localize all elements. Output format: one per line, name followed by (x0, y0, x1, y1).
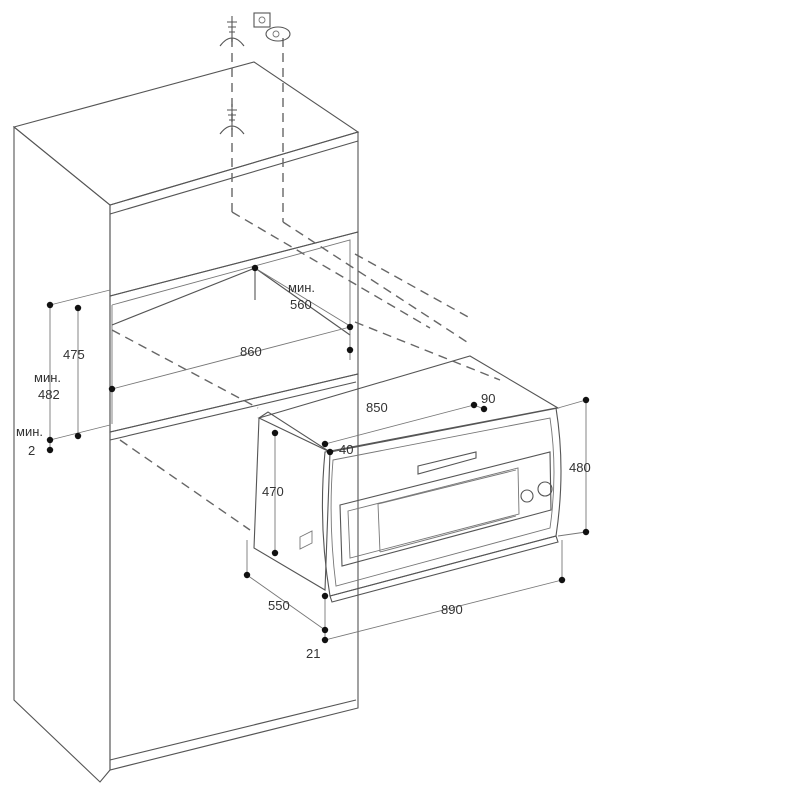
dim-point (582, 528, 590, 536)
dim-point (243, 571, 251, 579)
dim-point (46, 436, 54, 444)
dim-line-890 (324, 579, 563, 641)
oven-window-glass (377, 469, 517, 553)
plug-icon (265, 26, 291, 42)
dim-point (74, 304, 82, 312)
dim-label-860: 860 (240, 344, 262, 359)
antenna-ground-icon (219, 104, 245, 135)
dim-tick-bottom (49, 424, 111, 441)
guide-line (111, 329, 259, 409)
dim-label-480: 480 (569, 460, 591, 475)
dim-point (346, 346, 354, 354)
oven-window (339, 451, 552, 567)
dim-point (46, 301, 54, 309)
dim-label-2: 2 (28, 443, 35, 458)
dim-point (558, 576, 566, 584)
dim-point (46, 446, 54, 454)
dim-point (108, 385, 116, 393)
dim-label-850: 850 (366, 400, 388, 415)
dim-line-850 (324, 404, 475, 445)
dim-label-890: 890 (441, 602, 463, 617)
dim-label-min-560-prefix: мин. (288, 280, 315, 295)
dim-tick-480-top (557, 399, 587, 409)
dim-point (251, 264, 259, 272)
appliance-front-inner (330, 417, 555, 587)
door-handle (417, 451, 477, 475)
dim-label-560: 560 (290, 297, 312, 312)
guide-line (354, 253, 471, 319)
dim-point (271, 549, 279, 557)
appliance (253, 355, 562, 603)
cabinet-shelf-line (109, 140, 359, 215)
dim-tick-top (49, 289, 111, 306)
dimension-points (46, 264, 590, 644)
guide-line (282, 221, 471, 345)
power-outlet-icon (253, 12, 271, 28)
cabinet-niche (109, 231, 359, 433)
appliance-top (257, 355, 560, 453)
cabinet-lower-edge (109, 381, 357, 441)
dim-label-min-482-prefix: мин. (34, 370, 61, 385)
control-knob (520, 489, 534, 503)
dim-label-21: 21 (306, 646, 320, 661)
dim-label-40: 40 (339, 442, 353, 457)
cabinet-top (12, 61, 360, 206)
guide-line (231, 211, 431, 329)
dim-label-470: 470 (262, 484, 284, 499)
dim-point (321, 626, 329, 634)
cabinet-plinth-edge (109, 699, 357, 761)
niche-back-edge (111, 267, 256, 326)
tall-cabinet (12, 61, 360, 783)
appliance-side (253, 411, 331, 591)
dim-label-min-2-prefix: мин. (16, 424, 43, 439)
dim-point (470, 401, 478, 409)
cabinet-lower-body (109, 373, 359, 771)
dim-line-860 (111, 326, 351, 390)
niche-floor-edge (254, 267, 351, 336)
dim-point (74, 432, 82, 440)
dim-tick-480-bottom (557, 531, 587, 537)
side-vent (299, 530, 313, 550)
dim-point (480, 405, 488, 413)
antenna-ground-icon (219, 16, 245, 47)
dim-point (346, 323, 354, 331)
dim-line-550 (246, 574, 326, 631)
dim-label-482: 482 (38, 387, 60, 402)
appliance-lower-frame (329, 535, 559, 603)
dim-point (321, 636, 329, 644)
dimension-labels: мин. 560 860 475 мин. 482 мин. 2 850 90 … (16, 280, 591, 661)
dim-point (582, 396, 590, 404)
guide-line (354, 321, 501, 381)
dimension-lines (49, 267, 587, 641)
guide-line (119, 439, 251, 531)
dim-label-90: 90 (481, 391, 495, 406)
dim-point (326, 448, 334, 456)
dim-point (321, 440, 329, 448)
dim-point (321, 592, 329, 600)
control-knob (537, 481, 553, 497)
construction-lines (111, 38, 501, 531)
dim-line-560 (254, 267, 351, 327)
oven-window-inner (347, 467, 520, 559)
niche-inner-frame (111, 239, 351, 424)
dim-label-550: 550 (268, 598, 290, 613)
dim-point (271, 429, 279, 437)
dim-label-475: 475 (63, 347, 85, 362)
